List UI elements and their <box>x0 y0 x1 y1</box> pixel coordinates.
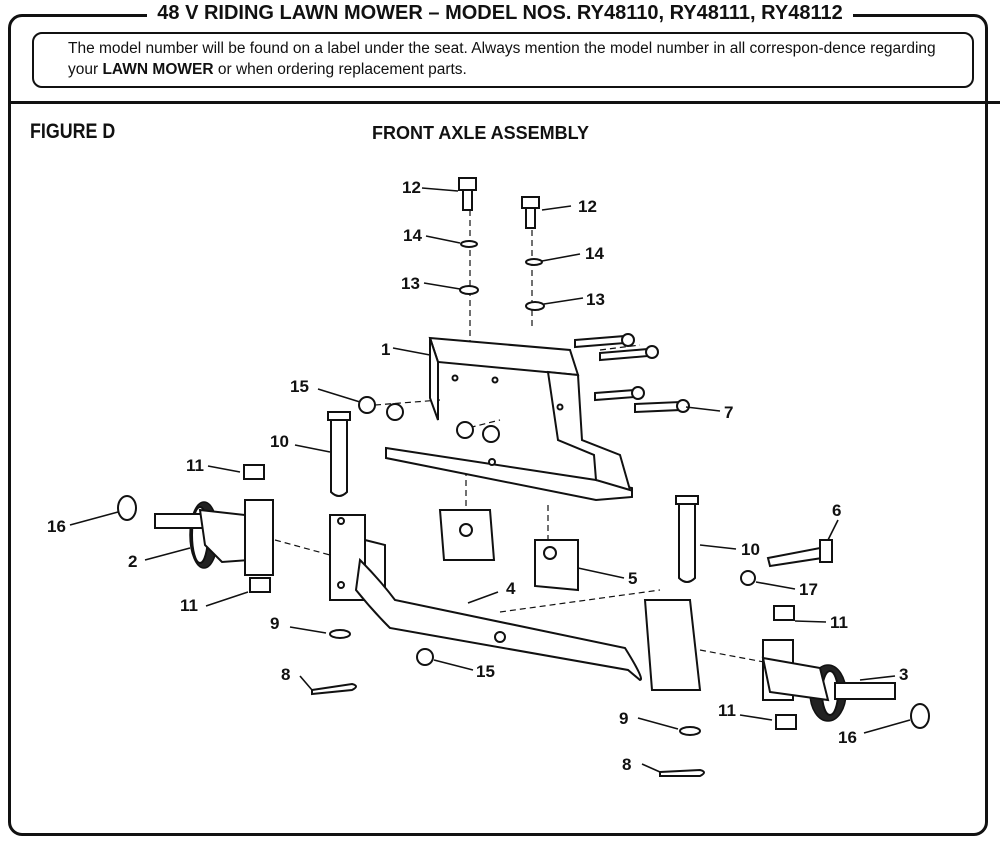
model-number-notice: The model number will be found on a labe… <box>32 32 974 88</box>
bolt-6 <box>766 539 833 568</box>
bolt-12-right <box>521 196 540 229</box>
callout-4: 4 <box>506 579 516 598</box>
pivot-block-5-right <box>534 539 579 592</box>
washer-9-right <box>679 726 701 736</box>
washer-16-right <box>910 703 930 729</box>
bushing-11-c <box>773 605 795 621</box>
callout-5: 5 <box>628 569 637 588</box>
callout-11-d: 11 <box>718 701 736 720</box>
cotter-pin-8-right <box>659 768 705 777</box>
header-title: 48 V RIDING LAWN MOWER – MODEL NOS. RY48… <box>0 2 1000 25</box>
callout-12-right: 12 <box>578 197 597 216</box>
callout-10-right: 10 <box>741 540 760 559</box>
bushing-11-d <box>775 714 797 730</box>
pin-10-left <box>327 411 351 497</box>
washer-13-left <box>459 285 479 295</box>
callout-8-right: 8 <box>622 755 631 774</box>
callout-11-b: 11 <box>180 596 198 615</box>
front-axle-4 <box>329 514 702 691</box>
callout-16-left: 16 <box>47 517 66 536</box>
notice-text-before: The model number will be found on a labe… <box>68 40 936 78</box>
pin-10-right <box>675 495 699 583</box>
spindle-3-right <box>761 639 896 722</box>
header-title-text: 48 V RIDING LAWN MOWER – MODEL NOS. RY48… <box>147 2 853 24</box>
pivot-block-5-left <box>438 509 496 561</box>
callout-16-right: 16 <box>838 728 857 747</box>
nut-15-lower <box>416 648 434 666</box>
notice-emphasis: LAWN MOWER <box>102 61 214 78</box>
leader-lines <box>69 187 911 773</box>
notice-text-after: or when ordering replacement parts. <box>213 61 467 78</box>
callout-13-left: 13 <box>401 274 420 293</box>
callout-8-left: 8 <box>281 665 290 684</box>
bushing-11-a <box>243 464 265 480</box>
figure-title: FRONT AXLE ASSEMBLY <box>372 123 590 143</box>
callout-11-c: 11 <box>830 613 848 632</box>
callout-10-left: 10 <box>270 432 289 451</box>
callout-6: 6 <box>832 501 841 520</box>
washer-16-left <box>117 495 137 521</box>
axle-bracket-1 <box>385 336 633 502</box>
callout-14-left: 14 <box>403 226 422 245</box>
callout-7: 7 <box>724 403 733 422</box>
cotter-pin-8-left <box>311 682 357 696</box>
bushing-11-b <box>249 577 271 593</box>
callout-15-lower: 15 <box>476 662 495 681</box>
washer-9-left <box>329 629 351 639</box>
figure-label: FIGURE D <box>30 120 116 143</box>
lock-washer-14-left <box>460 240 478 248</box>
callout-1: 1 <box>381 340 390 359</box>
washer-13-right <box>525 301 545 311</box>
lock-washer-14-right <box>525 258 543 266</box>
header-divider <box>8 101 1000 104</box>
callout-9-right: 9 <box>619 709 628 728</box>
bolts-7 <box>574 333 690 414</box>
callout-15-top: 15 <box>290 377 309 396</box>
callout-11-a: 11 <box>186 456 204 475</box>
spindle-2-left <box>154 499 274 576</box>
callout-2: 2 <box>128 552 137 571</box>
nuts-15-top <box>358 396 500 443</box>
washer-17 <box>740 570 756 586</box>
callout-14-right: 14 <box>585 244 604 263</box>
callout-13-right: 13 <box>586 290 605 309</box>
callout-12-left: 12 <box>402 178 421 197</box>
callout-9-left: 9 <box>270 614 279 633</box>
callout-3: 3 <box>899 665 908 684</box>
callout-17: 17 <box>799 580 818 599</box>
bolt-12-left <box>458 177 477 211</box>
